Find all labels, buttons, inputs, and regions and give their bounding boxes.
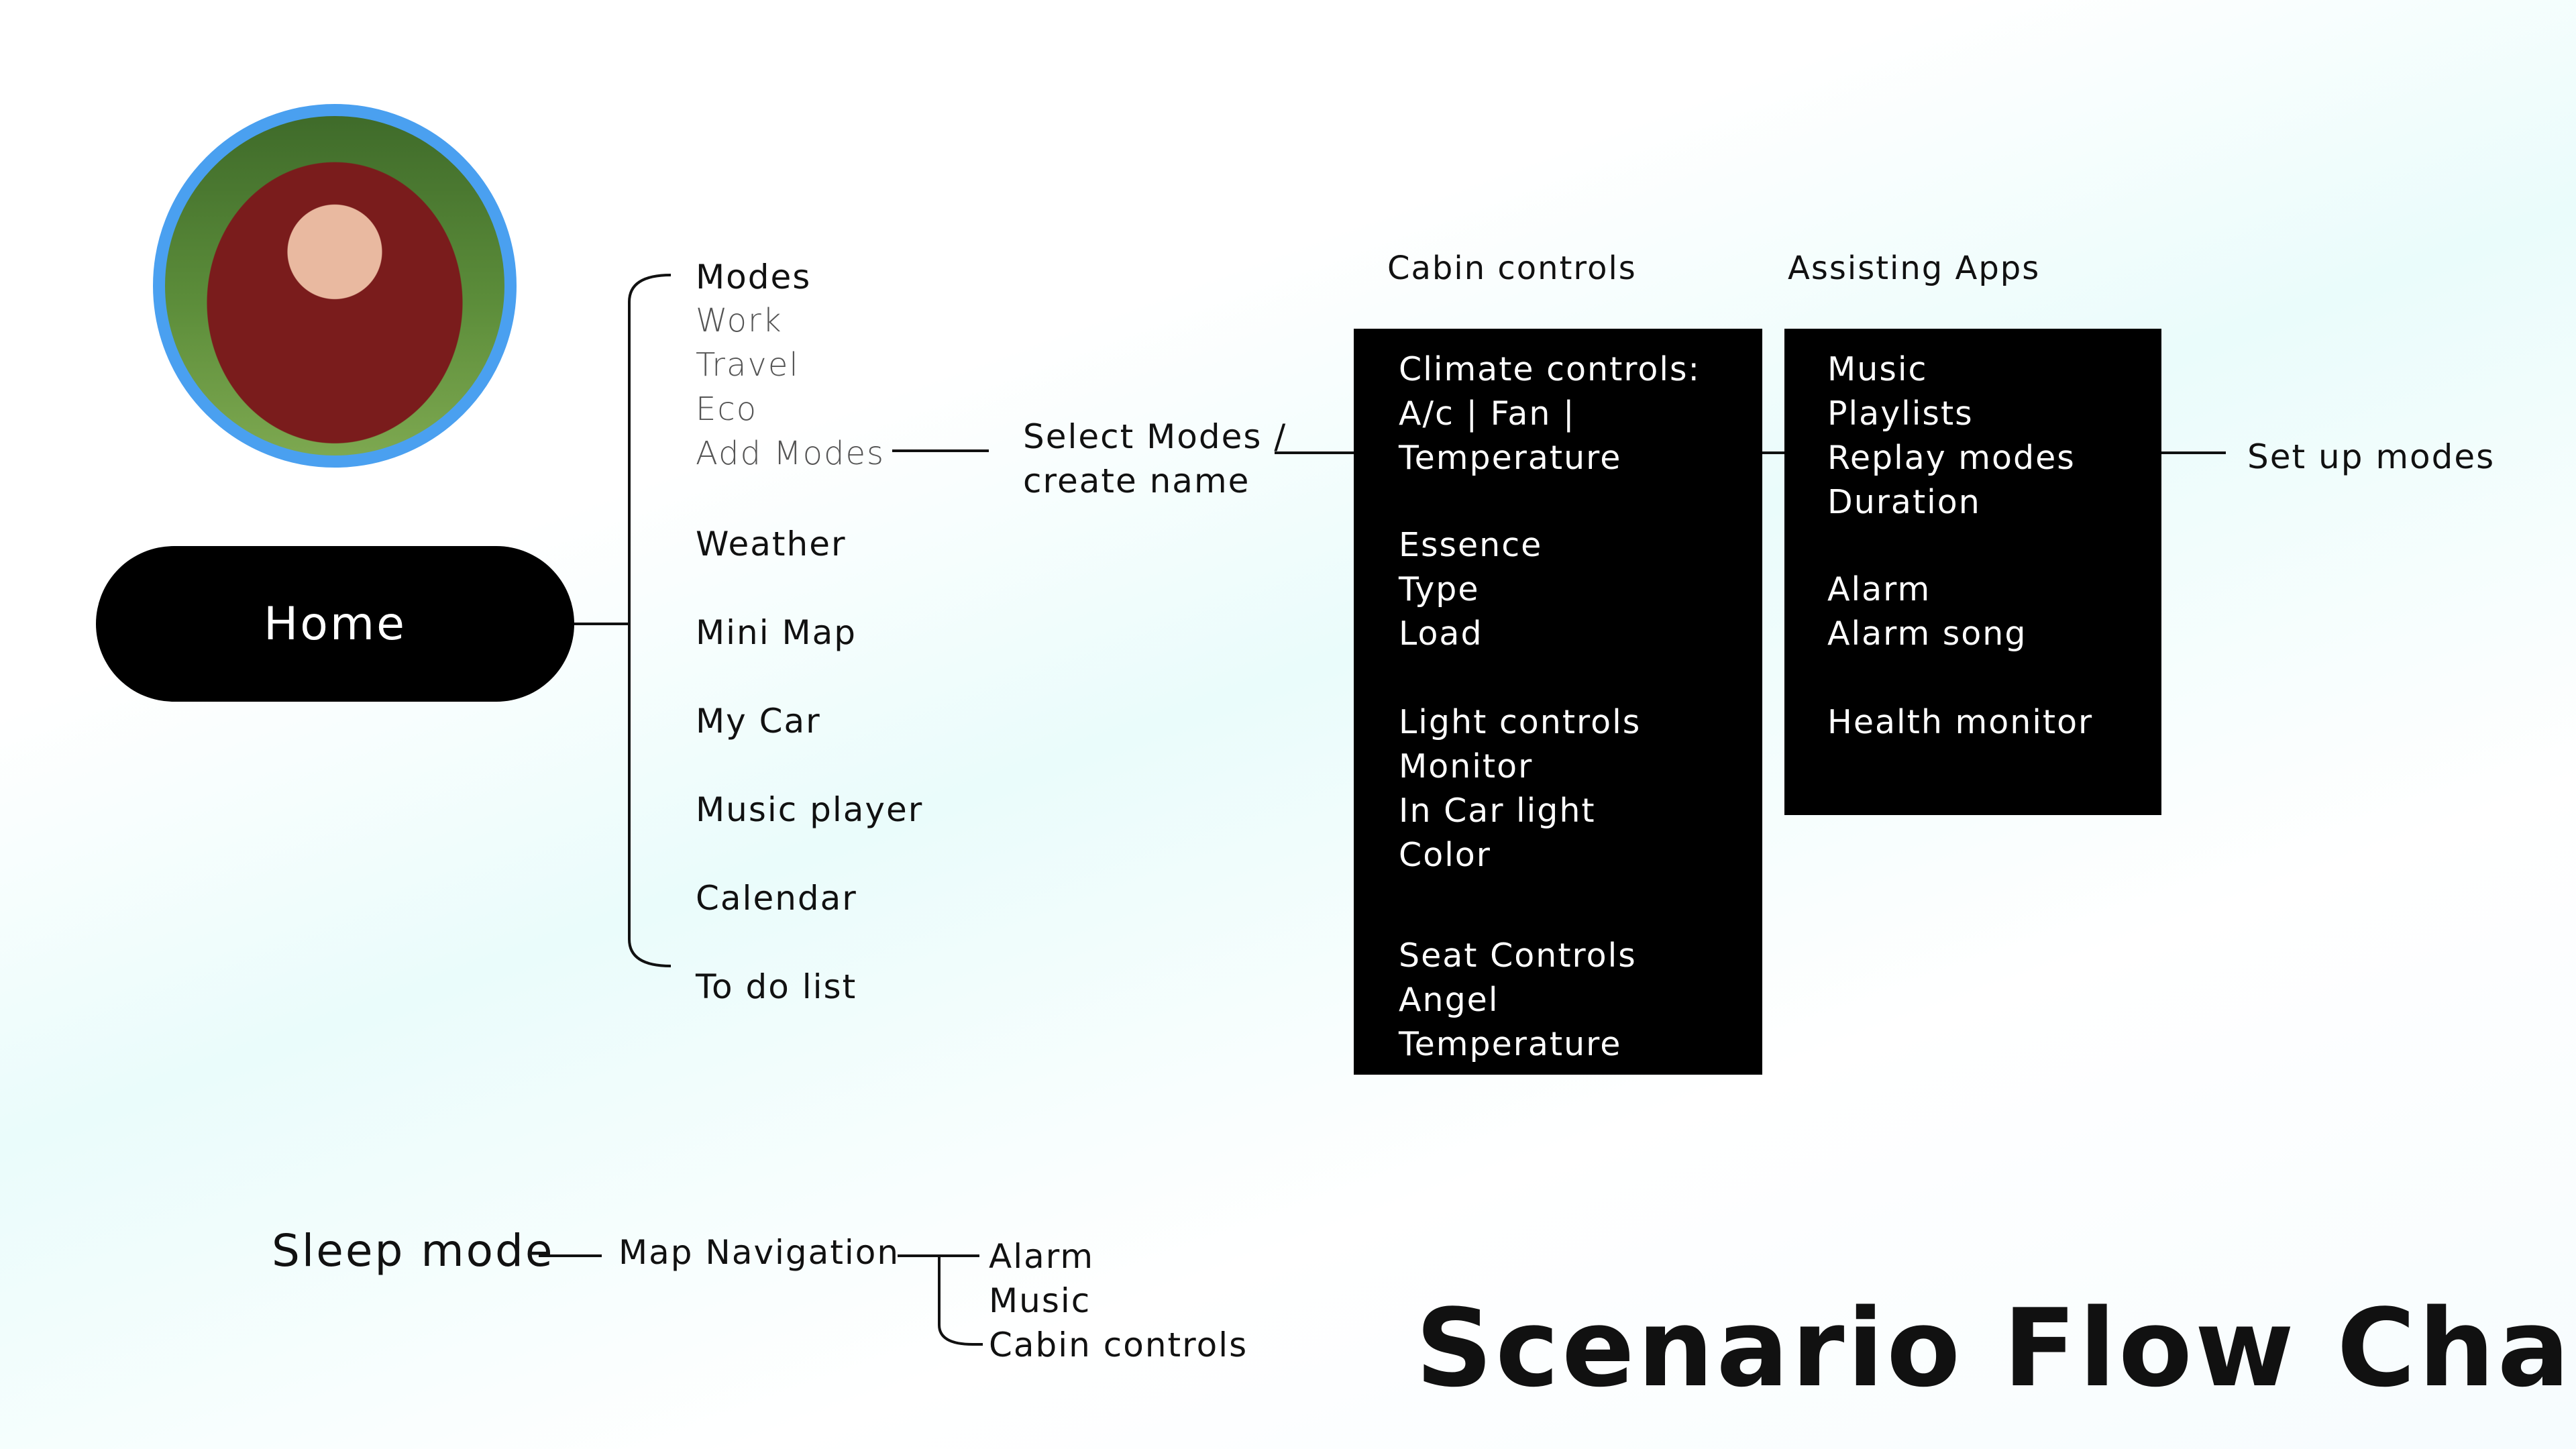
cabin-controls-box: Climate controls: A/c | Fan | Temperatur… [1354, 329, 1762, 1075]
mode-item: Eco [696, 390, 758, 428]
sleep-item: Alarm [989, 1237, 1095, 1276]
cabin-line: Essence [1399, 526, 1543, 564]
user-avatar [153, 104, 517, 468]
cabin-line: Angel [1399, 981, 1499, 1019]
modes-label: Modes [696, 258, 812, 297]
menu-item-music-player: Music player [696, 790, 924, 829]
home-node: Home [96, 546, 574, 702]
apps-line: Health monitor [1827, 703, 2094, 741]
menu-item-todo-list: To do list [696, 967, 857, 1006]
select-modes-line1: Select Modes / [1023, 417, 1287, 456]
mode-item: Travel [696, 346, 800, 384]
cabin-line: Monitor [1399, 747, 1534, 786]
apps-line: Playlists [1827, 394, 1974, 433]
apps-line: Music [1827, 350, 1928, 388]
home-label: Home [264, 597, 407, 651]
apps-line: Alarm song [1827, 614, 2027, 653]
page-title: Scenario Flow Chart [1415, 1285, 2576, 1411]
cabin-controls-heading: Cabin controls [1387, 250, 1637, 287]
apps-line: Replay modes [1827, 439, 2076, 477]
cabin-line: Light controls [1399, 703, 1642, 741]
bracket-sleep-items [938, 1256, 983, 1346]
cabin-line: Temperature [1399, 439, 1622, 477]
sleep-mode-label: Sleep mode [272, 1225, 555, 1277]
sleep-item: Cabin controls [989, 1326, 1248, 1364]
set-up-modes-label: Set up modes [2247, 437, 2496, 476]
cabin-line: Type [1399, 570, 1480, 608]
cabin-line: In Car light [1399, 792, 1596, 830]
apps-line: Duration [1827, 483, 1981, 521]
cabin-line: A/c | Fan | [1399, 394, 1576, 433]
sleep-item: Music [989, 1281, 1091, 1320]
cabin-line: Seat Controls [1399, 936, 1637, 975]
cabin-line: Climate controls: [1399, 350, 1701, 388]
assisting-apps-heading: Assisting Apps [1788, 250, 2041, 287]
map-navigation-label: Map Navigation [619, 1233, 900, 1272]
cabin-line: Load [1399, 614, 1483, 653]
cabin-line: Temperature [1399, 1025, 1622, 1063]
cabin-line: Color [1399, 836, 1491, 874]
apps-line: Alarm [1827, 570, 1931, 608]
mode-item: Work [696, 302, 783, 339]
menu-item-calendar: Calendar [696, 879, 857, 918]
menu-item-mini-map: Mini Map [696, 613, 857, 652]
assisting-apps-box: Music Playlists Replay modes Duration Al… [1784, 329, 2161, 815]
select-modes-line2: create name [1023, 462, 1250, 500]
menu-item-weather: Weather [696, 525, 847, 564]
menu-item-my-car: My Car [696, 702, 821, 741]
mode-item: Add Modes [696, 435, 885, 472]
bracket-home-menu [628, 274, 672, 967]
